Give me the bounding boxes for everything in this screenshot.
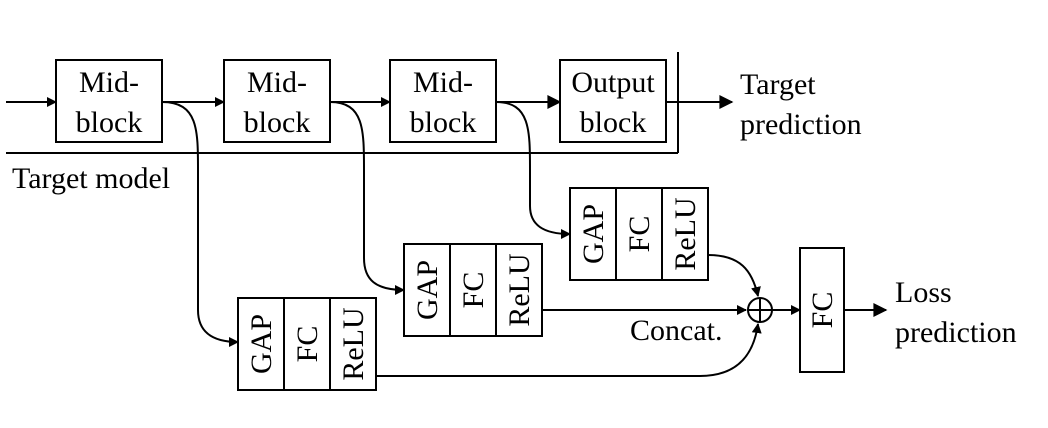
mid-block-3-line2: block — [410, 106, 477, 139]
loss-prediction-label-line2: prediction — [895, 316, 1017, 349]
loss-prediction-label-line1: Loss — [895, 276, 952, 309]
feature-module-3-fc: FC — [623, 216, 656, 253]
target-model-label: Target model — [12, 162, 170, 195]
branch-3-wire — [495, 101, 571, 239]
mid-block-1-line2: block — [76, 106, 143, 139]
mid-block-1: Mid- block — [55, 59, 163, 143]
feature-module-1-relu: ReLU — [337, 307, 370, 381]
module-3-to-concat-wire — [707, 254, 761, 297]
mid-block-2-line1: Mid- — [247, 66, 307, 99]
mid-block-1-line1: Mid- — [79, 66, 139, 99]
output-block-line1: Output — [571, 66, 655, 99]
feature-module-3: GAP FC ReLU — [569, 187, 709, 281]
mid-block-2: Mid- block — [223, 59, 331, 143]
feature-module-3-gap: GAP — [577, 204, 610, 264]
concat-node — [747, 297, 773, 323]
concat-label: Concat. — [630, 314, 722, 347]
target-prediction-label-line1: Target — [740, 68, 816, 101]
final-fc-layer: FC — [799, 247, 845, 373]
feature-module-1-fc: FC — [291, 326, 324, 363]
mid-block-3: Mid- block — [389, 59, 497, 143]
feature-module-3-relu: ReLU — [669, 197, 702, 271]
feature-module-2-gap: GAP — [411, 260, 444, 320]
feature-module-2-relu: ReLU — [503, 253, 536, 327]
final-fc-label: FC — [806, 292, 839, 329]
feature-module-1-gap: GAP — [245, 314, 278, 374]
feature-module-2: GAP FC ReLU — [403, 243, 543, 337]
mid-block-2-line2: block — [244, 106, 311, 139]
output-block: Output block — [559, 59, 667, 143]
mid-block-3-line1: Mid- — [413, 66, 473, 99]
module-1-to-concat-wire — [376, 323, 762, 377]
feature-module-2-fc: FC — [457, 272, 490, 309]
branch-2-wire — [329, 101, 405, 295]
feature-module-1: GAP FC ReLU — [237, 297, 377, 391]
branch-1-wire — [161, 101, 239, 347]
target-prediction-label-line2: prediction — [740, 108, 862, 141]
output-block-line2: block — [580, 106, 647, 139]
